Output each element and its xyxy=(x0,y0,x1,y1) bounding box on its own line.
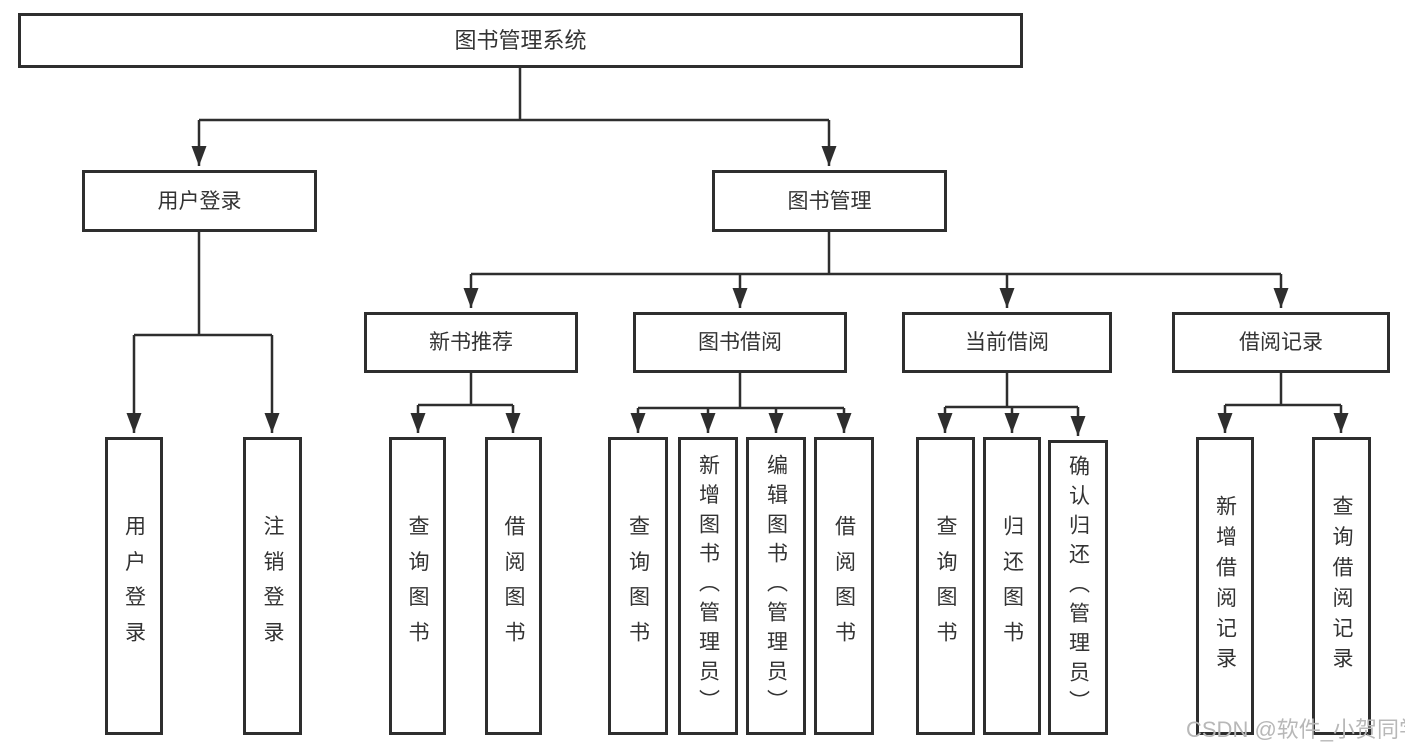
connector-newbookrec-to-leaves xyxy=(410,373,521,433)
node-leaf-confirm-return-admin-label: 确认归还（管理员） xyxy=(1066,455,1090,720)
watermark: CSDN @软件_小贺同学 xyxy=(1186,717,1405,742)
node-leaf-user-login: 用户登录 xyxy=(105,437,163,735)
node-leaf-query-borrow-record: 查询借阅记录 xyxy=(1312,437,1371,735)
connector-borrowrecords-to-leaves xyxy=(1217,373,1349,433)
node-leaf-borrow-books-2-label: 借阅图书 xyxy=(832,515,856,657)
connector-userlogin-to-leaves xyxy=(126,232,280,433)
node-book-borrowing: 图书借阅 xyxy=(633,312,847,373)
node-borrow-records-label: 借阅记录 xyxy=(1239,331,1323,354)
node-library-system: 图书管理系统 xyxy=(18,13,1023,68)
node-library-system-label: 图书管理系统 xyxy=(454,27,587,53)
node-leaf-return-books-label: 归还图书 xyxy=(1000,515,1024,657)
connector-currentborrow-to-leaves xyxy=(937,373,1086,436)
node-current-borrowing-label: 当前借阅 xyxy=(965,331,1049,354)
node-leaf-query-borrow-record-label: 查询借阅记录 xyxy=(1330,494,1353,678)
node-current-borrowing: 当前借阅 xyxy=(902,312,1112,373)
node-leaf-edit-books-admin: 编辑图书（管理员） xyxy=(746,437,806,735)
node-leaf-confirm-return-admin: 确认归还（管理员） xyxy=(1048,440,1108,735)
node-leaf-query-books-2: 查询图书 xyxy=(608,437,668,735)
node-leaf-query-books-2-label: 查询图书 xyxy=(626,515,650,657)
node-leaf-user-login-label: 用户登录 xyxy=(122,515,146,657)
node-new-book-recommend: 新书推荐 xyxy=(364,312,578,373)
connector-root-to-level2 xyxy=(191,68,837,166)
node-new-book-recommend-label: 新书推荐 xyxy=(429,331,513,354)
node-leaf-edit-books-admin-label: 编辑图书（管理员） xyxy=(764,453,788,719)
node-user-login: 用户登录 xyxy=(82,170,317,232)
node-book-borrowing-label: 图书借阅 xyxy=(698,331,782,354)
node-leaf-add-borrow-record: 新增借阅记录 xyxy=(1196,437,1254,735)
node-leaf-borrow-books-1: 借阅图书 xyxy=(485,437,542,735)
node-leaf-add-books-admin-label: 新增图书（管理员） xyxy=(696,453,720,719)
node-leaf-add-borrow-record-label: 新增借阅记录 xyxy=(1213,494,1237,678)
connector-bookmgmt-to-level3 xyxy=(463,232,1289,308)
node-borrow-records: 借阅记录 xyxy=(1172,312,1390,373)
node-leaf-add-books-admin: 新增图书（管理员） xyxy=(678,437,738,735)
node-book-management-label: 图书管理 xyxy=(787,189,872,213)
node-leaf-borrow-books-1-label: 借阅图书 xyxy=(502,515,525,657)
node-user-login-label: 用户登录 xyxy=(157,189,242,213)
node-leaf-logout: 注销登录 xyxy=(243,437,302,735)
connector-bookborrow-to-leaves xyxy=(630,373,852,433)
node-leaf-query-books-3: 查询图书 xyxy=(916,437,975,735)
node-leaf-query-books-1: 查询图书 xyxy=(389,437,446,735)
node-book-management: 图书管理 xyxy=(712,170,947,232)
node-leaf-query-books-1-label: 查询图书 xyxy=(406,515,429,657)
node-leaf-logout-label: 注销登录 xyxy=(261,515,284,657)
node-leaf-query-books-3-label: 查询图书 xyxy=(934,515,957,657)
node-leaf-return-books: 归还图书 xyxy=(983,437,1041,735)
node-leaf-borrow-books-2: 借阅图书 xyxy=(814,437,874,735)
